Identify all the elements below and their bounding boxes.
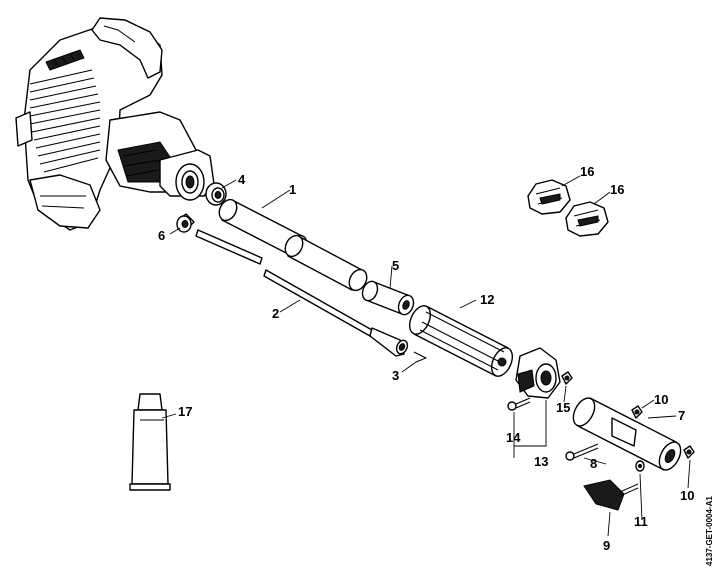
callout-7: 7	[678, 408, 685, 423]
part-10-nuts	[631, 405, 695, 459]
callout-11: 11	[634, 514, 648, 529]
part-7-handle-tube	[572, 397, 682, 471]
callout-13: 13	[534, 454, 548, 469]
callout-3: 3	[392, 368, 399, 383]
leader-lines	[161, 175, 691, 537]
callout-9: 9	[603, 538, 610, 553]
engine-powerhead	[15, 17, 215, 231]
callout-labels: 1 2 3 4 5 6 7 8 9 10 10 11 12 13 14 15 1…	[158, 164, 694, 553]
part-11-washer	[635, 460, 645, 472]
part-9-wing-knob	[583, 479, 639, 511]
part-5-bushing-sleeve	[361, 280, 415, 316]
cooling-fins	[29, 69, 101, 173]
part-15-nut	[561, 371, 573, 385]
part-12-ribbed-liner	[408, 305, 514, 377]
part-6-sleeve	[176, 213, 195, 233]
callout-16-bottom: 16	[610, 182, 624, 197]
callout-12: 12	[480, 292, 494, 307]
callout-17: 17	[178, 404, 192, 419]
part-8-bolt	[565, 443, 599, 461]
callout-16-top: 16	[580, 164, 594, 179]
part-17-grease-tube	[129, 393, 171, 491]
part-2-drive-shaft	[195, 229, 409, 357]
part-16-hose-clamps	[527, 179, 609, 237]
callout-5: 5	[392, 258, 399, 273]
callout-14: 14	[506, 430, 521, 445]
callout-6: 6	[158, 228, 165, 243]
callout-8: 8	[590, 456, 597, 471]
part-1-drive-tube	[218, 198, 368, 292]
part-3-clip	[413, 351, 428, 363]
callout-2: 2	[272, 306, 279, 321]
callout-10-bottom: 10	[680, 488, 694, 503]
callout-4: 4	[238, 172, 246, 187]
part-4-bushing	[205, 182, 227, 206]
callout-1: 1	[289, 182, 296, 197]
part-14-screw	[507, 397, 531, 411]
callout-15: 15	[556, 400, 570, 415]
callout-10-top: 10	[654, 392, 668, 407]
part-13-clamp-bracket	[515, 347, 561, 399]
drawing-code: 4137-GET-0004-A1	[705, 496, 714, 566]
